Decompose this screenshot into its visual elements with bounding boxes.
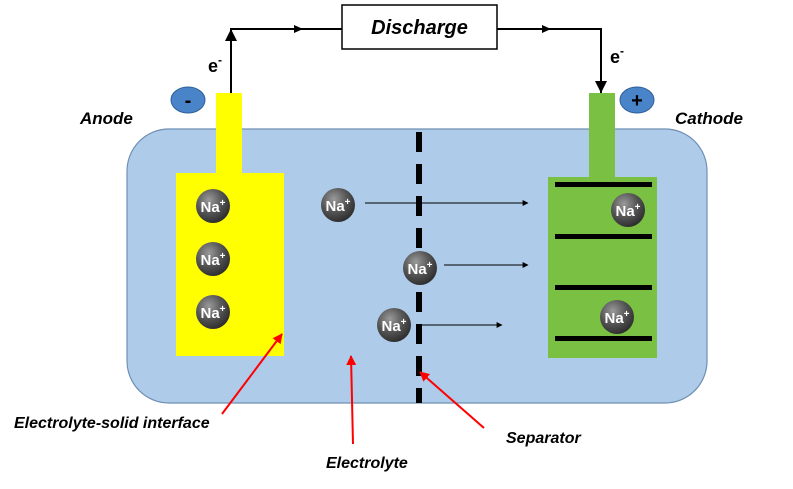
sodium-ion: Na+ [403,251,437,285]
electrolyte-label: Electrolyte [326,455,408,472]
sodium-ion: Na+ [611,193,645,227]
svg-text:Na+: Na+ [325,197,350,215]
svg-text:Na+: Na+ [200,198,225,216]
anode-electrode [176,173,284,356]
anode-label: Anode [79,109,133,128]
cathode-layer-line [555,182,652,187]
electrolyte-pointer-arrow [346,355,357,445]
external-circuit-wire [497,28,602,93]
negative-terminal-badge [170,86,206,114]
sodium-ion: Na+ [196,295,230,329]
sodium-ion: Na+ [196,189,230,223]
anode-terminal [216,93,242,173]
cathode-layer-line [555,285,652,290]
electron-flow-arrow-down-icon [595,81,607,93]
electron-flow-arrow-up-icon [225,29,237,41]
svg-text:Na+: Na+ [381,317,406,335]
separator-pointer-arrow [419,371,485,429]
sodium-ion: Na+ [196,242,230,276]
positive-terminal-badge [619,86,655,114]
negative-sign: - [185,90,192,112]
cathode-layers [555,182,652,341]
cathode-layer-line [555,336,652,341]
cathode-terminal [589,93,615,177]
discharge-title: Discharge [371,17,468,39]
positive-sign: + [631,90,643,112]
discharge-box [341,4,498,50]
interface-pointer-arrow [221,333,283,415]
svg-text:Na+: Na+ [407,260,432,278]
cathode-layer-line [555,234,652,239]
separator-label: Separator [506,430,581,447]
interface-label: Electrolyte-solid interface [14,415,210,432]
svg-text:Na+: Na+ [200,251,225,269]
svg-text:Na+: Na+ [200,304,225,322]
sodium-ion: Na+ [377,308,411,342]
sodium-ion: Na+ [321,188,355,222]
wire-direction-arrow-icon [542,25,551,33]
wire-direction-arrow-icon [294,25,303,33]
external-circuit-wire [230,28,342,93]
svg-text:Na+: Na+ [604,309,629,327]
svg-text:Na+: Na+ [615,202,640,220]
electron-label-right: e- [610,44,624,67]
cathode-label: Cathode [675,109,743,128]
sodium-ion: Na+ [600,300,634,334]
electron-label-left: e- [208,53,222,76]
